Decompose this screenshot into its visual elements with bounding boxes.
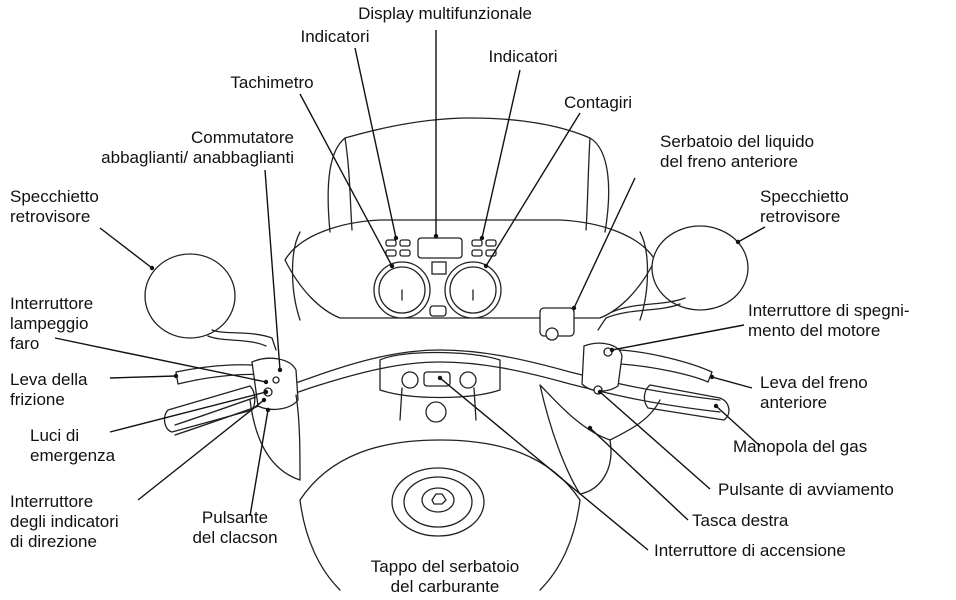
label-start-button: Pulsante di avviamento <box>718 480 948 500</box>
label-indicators-left: Indicatori <box>280 27 390 47</box>
label-hazard-lights: Luci di emergenza <box>30 426 140 466</box>
label-display: Display multifunzionale <box>345 4 545 24</box>
fuel-cap <box>392 468 484 536</box>
speedometer-gauge <box>374 262 430 318</box>
label-mirror-left: Specchietto retrovisore <box>10 187 140 227</box>
left-mirror <box>145 254 276 350</box>
label-turn-signal-switch: Interruttore degli indicatori di direzio… <box>10 492 160 552</box>
multifunction-display <box>418 238 462 258</box>
label-fuel-cap: Tappo del serbatoio del carburante <box>340 557 550 597</box>
right-switch-housing <box>582 343 622 391</box>
tachometer-gauge <box>445 262 501 318</box>
label-dimmer-switch: Commutatore abbaglianti/ anabbaglianti <box>30 128 294 168</box>
right-pocket <box>540 385 611 494</box>
label-ignition-switch: Interruttore di accensione <box>654 541 914 561</box>
label-tachometer: Contagiri <box>548 93 648 113</box>
label-horn-button: Pulsante del clacson <box>170 508 300 548</box>
left-grip <box>165 386 255 432</box>
label-front-brake-reservoir: Serbatoio del liquido del freno anterior… <box>660 132 870 172</box>
label-clutch-lever: Leva della frizione <box>10 370 120 410</box>
label-mirror-right: Specchietto retrovisore <box>760 187 890 227</box>
left-switch-housing <box>252 358 298 409</box>
front-brake-lever <box>620 350 712 382</box>
label-front-brake-lever: Leva del freno anteriore <box>760 373 900 413</box>
label-engine-stop-switch: Interruttore di spegni- mento del motore <box>748 301 953 341</box>
indicator-lights-right <box>472 240 496 256</box>
label-speedometer: Tachimetro <box>212 73 332 93</box>
right-mirror <box>598 226 748 330</box>
label-indicators-right: Indicatori <box>468 47 578 67</box>
label-right-pocket: Tasca destra <box>692 511 822 531</box>
label-throttle-grip: Manopola del gas <box>733 437 893 457</box>
indicator-lights-left <box>386 240 410 256</box>
label-passing-switch: Interruttore lampeggio faro <box>10 294 130 354</box>
